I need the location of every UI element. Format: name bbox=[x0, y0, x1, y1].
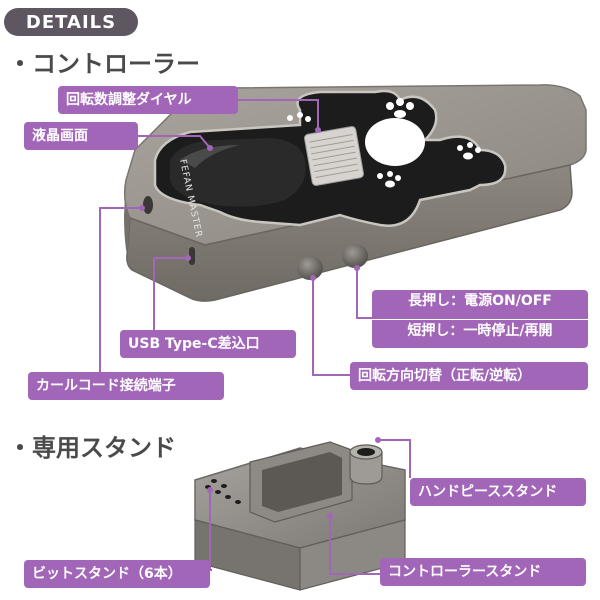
controller-device: FEFAN MASTER bbox=[123, 84, 587, 302]
bear-panel bbox=[153, 89, 507, 227]
label-power: 長押し：電源ON/OFF 短押し：一時停止/再開 bbox=[372, 290, 588, 348]
callout-lines bbox=[99, 99, 372, 376]
label-usb: USB Type-C差込口 bbox=[120, 330, 296, 358]
controller-section-title: ・コントローラー bbox=[8, 50, 200, 78]
label-handpiece-stand: ハンドピーススタンド bbox=[410, 478, 586, 506]
label-direction: 回転方向切替（正転/逆転） bbox=[350, 362, 588, 390]
label-power-short: 短押し：一時停止/再開 bbox=[372, 319, 588, 349]
label-dial: 回転数調整ダイヤル bbox=[58, 86, 238, 114]
direction-button-icon bbox=[297, 256, 323, 280]
stand-section-title: ・専用スタンド bbox=[8, 434, 176, 462]
power-button-icon bbox=[342, 244, 368, 268]
label-lcd: 液晶画面 bbox=[24, 122, 138, 150]
cord-port-icon bbox=[143, 196, 153, 214]
details-badge: DETAILS bbox=[4, 8, 138, 36]
paw-print-icon bbox=[287, 98, 481, 188]
label-bit-stand: ビットスタンド（6本） bbox=[24, 560, 210, 588]
usb-c-port-icon bbox=[189, 247, 195, 265]
label-controller-stand: コントローラースタンド bbox=[380, 558, 586, 586]
label-cord: カールコード接続端子 bbox=[28, 372, 224, 400]
dedicated-stand bbox=[194, 441, 406, 591]
label-power-long: 長押し：電源ON/OFF bbox=[408, 293, 552, 309]
